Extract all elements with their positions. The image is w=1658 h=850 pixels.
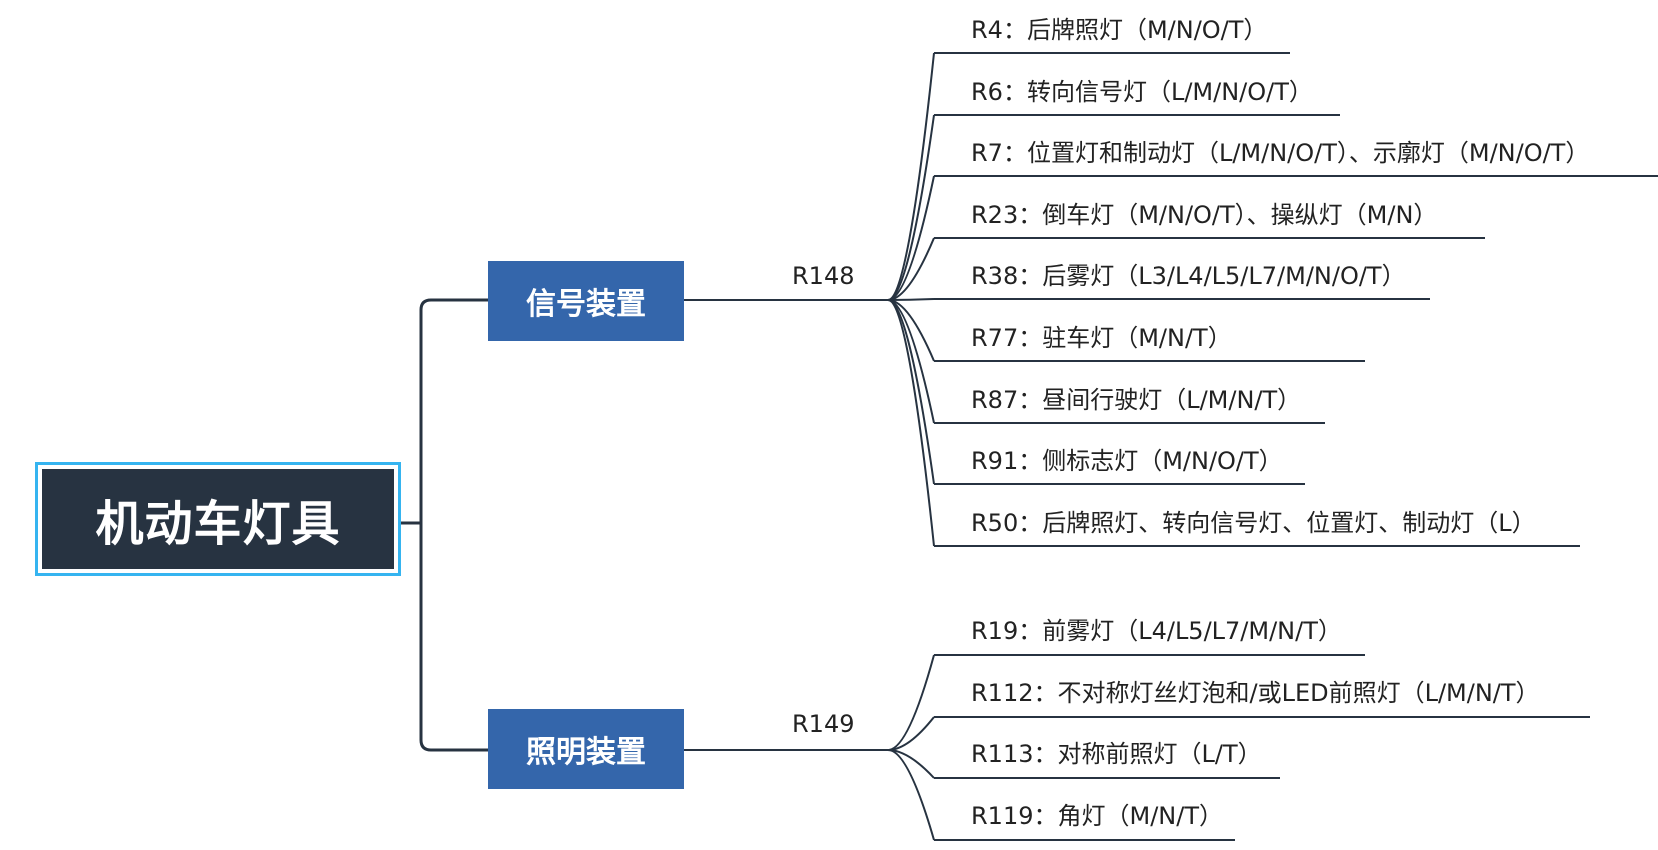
leaf-item[interactable]: R50：后牌照灯、转向信号灯、位置灯、制动灯（L） — [971, 509, 1536, 537]
leaf-item[interactable]: R119：角灯（M/N/T） — [971, 802, 1223, 830]
leaf-item[interactable]: R23：倒车灯（M/N/O/T）、操纵灯（M/N） — [971, 201, 1438, 229]
leaf-item[interactable]: R6：转向信号灯（L/M/N/O/T） — [971, 78, 1313, 106]
leaf-item[interactable]: R91：侧标志灯（M/N/O/T） — [971, 447, 1283, 475]
branch-code-lighting: R149 — [792, 710, 855, 738]
leaf-item[interactable]: R7：位置灯和制动灯（L/M/N/O/T）、示廓灯（M/N/O/T） — [971, 139, 1590, 167]
leaf-item[interactable]: R77：驻车灯（M/N/T） — [971, 324, 1232, 352]
branch-code-signal: R148 — [792, 262, 855, 290]
leaf-connector — [887, 298, 935, 301]
branch-node-signal[interactable]: 信号装置 — [488, 261, 684, 341]
leaf-item[interactable]: R113：对称前照灯（L/T） — [971, 740, 1262, 768]
branch-label: 照明装置 — [526, 735, 646, 770]
leaf-item[interactable]: R112：不对称灯丝灯泡和/或LED前照灯（L/M/N/T） — [971, 679, 1540, 707]
branch-label: 信号装置 — [526, 287, 646, 322]
leaf-connector — [887, 654, 935, 751]
leaf-connector — [887, 299, 935, 547]
branch-node-lighting[interactable]: 照明装置 — [488, 709, 684, 789]
root-connector — [401, 298, 488, 752]
leaf-item[interactable]: R19：前雾灯（L4/L5/L7/M/N/T） — [971, 617, 1342, 645]
leaf-item[interactable]: R38：后雾灯（L3/L4/L5/L7/M/N/O/T） — [971, 262, 1406, 290]
leaf-item[interactable]: R4：后牌照灯（M/N/O/T） — [971, 16, 1268, 44]
root-node[interactable]: 机动车灯具 — [35, 462, 401, 576]
leaf-item[interactable]: R87：昼间行驶灯（L/M/N/T） — [971, 386, 1302, 414]
root-label: 机动车灯具 — [95, 496, 341, 552]
leaf-connector — [887, 749, 935, 841]
